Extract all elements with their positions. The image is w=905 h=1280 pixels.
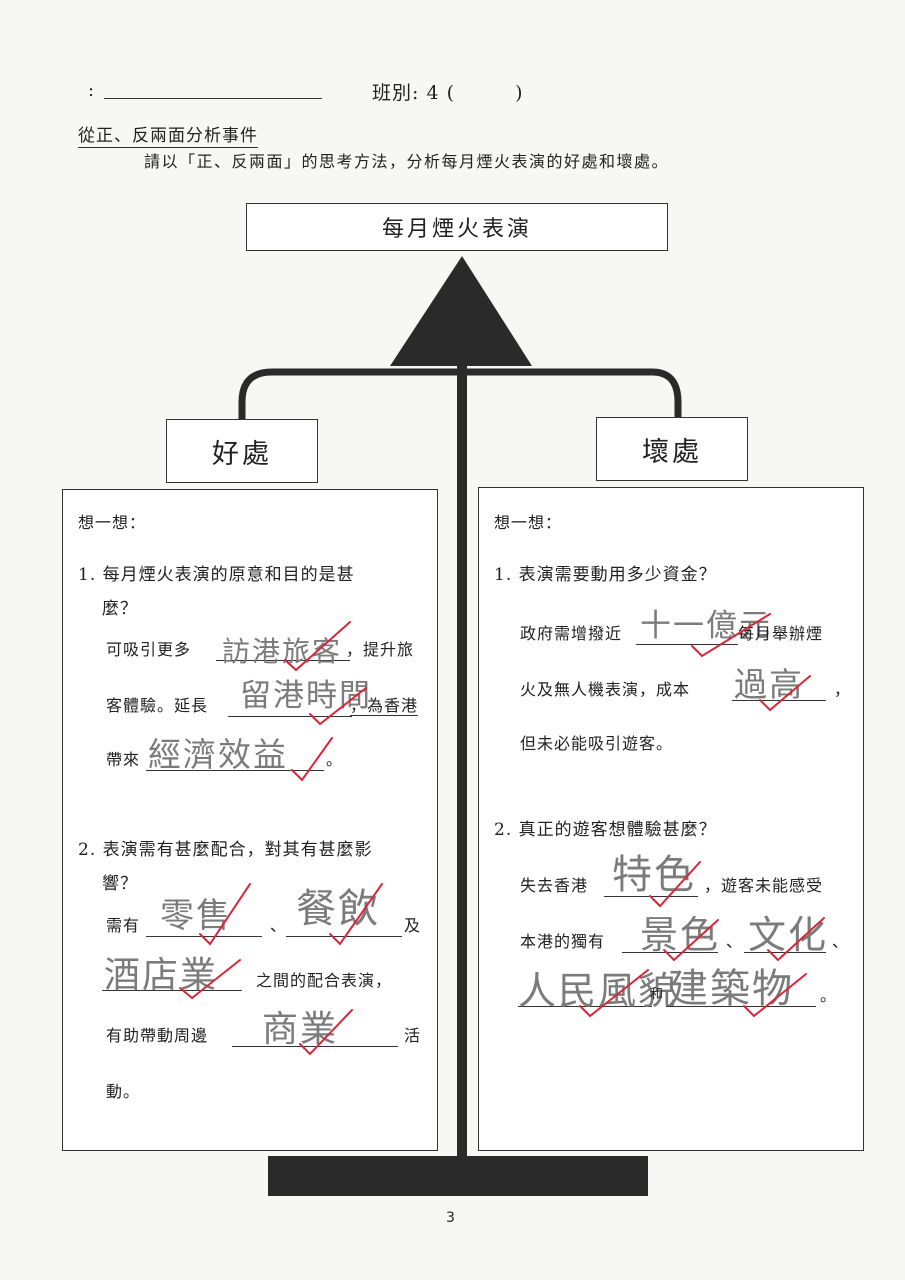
bad-q1-b-post: ， — [834, 680, 852, 699]
bad-q2-c-and: 和 — [650, 987, 665, 1002]
good-q2-a-sep: 、 — [270, 916, 288, 935]
bad-q2-answer-2: 景色 — [640, 913, 721, 957]
bad-q2-b-sep1: 、 — [726, 932, 744, 951]
bad-q2-c-post: 。 — [820, 986, 838, 1005]
name-label: : — [88, 80, 95, 101]
bad-q1-blank-1[interactable] — [636, 644, 738, 645]
good-q2-answer-2: 餐飲 — [296, 886, 380, 932]
good-label-box: 好處 — [166, 419, 318, 483]
bad-q1-answer-2: 過高 — [734, 665, 804, 704]
good-q1-line2: 麼？ — [102, 599, 138, 619]
bad-q1-c: 但未必能吸引遊客。 — [520, 734, 674, 753]
page-number: 3 — [446, 1210, 455, 1226]
bad-q1-a-pre: 政府需增撥近 — [520, 624, 623, 643]
good-q1-c-post: 。 — [326, 750, 344, 769]
good-q1-line1: 1. 每月煙火表演的原意和目的是甚 — [78, 565, 355, 585]
good-q2-d: 動。 — [106, 1082, 141, 1101]
good-q1-b-post: ，為香港 — [350, 696, 419, 716]
class-label-text: 班別: 4 ( — [372, 82, 455, 104]
balance-base — [268, 1156, 648, 1196]
good-q2-line1: 2. 表演需有甚麼配合，對其有甚麼影 — [78, 840, 373, 860]
good-q2-answer-1: 零售 — [160, 896, 232, 936]
bad-panel — [478, 487, 864, 1151]
section-title: 從正、反兩面分析事件 — [78, 121, 258, 148]
bad-q1-b-pre: 火及無人機表演，成本 — [520, 680, 691, 699]
bad-q2-answer-1: 特色 — [612, 852, 696, 898]
name-field-line[interactable] — [104, 98, 322, 99]
good-q2-b-post: 之間的配合表演， — [256, 971, 393, 990]
bad-think-label: 想一想： — [494, 513, 563, 532]
good-q2-line2: 響？ — [102, 874, 138, 894]
good-q1-answer-3: 經濟效益 — [148, 735, 288, 774]
good-panel — [62, 489, 438, 1151]
balance-pole — [457, 362, 467, 1162]
good-q2-c-pre: 有助帶動周邊 — [106, 1026, 209, 1045]
good-q2-blank-2[interactable] — [286, 936, 402, 937]
good-q2-a-pre: 需有 — [106, 916, 141, 935]
bad-q2-answer-5: 建築物 — [668, 966, 794, 1012]
good-q1-blank-3[interactable] — [146, 770, 324, 771]
bad-q2-line1: 2. 真正的遊客想體驗甚麼？ — [494, 820, 717, 840]
class-label-close: ) — [515, 82, 524, 104]
bad-q1-a-post: 每月舉辦煙 — [738, 624, 824, 643]
bad-q2-b-pre: 本港的獨有 — [520, 932, 606, 951]
good-q1-b-pre: 客體驗。延長 — [106, 696, 209, 715]
bad-q2-a-pre: 失去香港 — [520, 876, 589, 895]
bad-q2-blank-5[interactable] — [666, 1006, 816, 1007]
bad-q2-b-sep2: 、 — [832, 932, 850, 951]
good-q1-c-pre: 帶來 — [106, 750, 141, 769]
instruction-text: 請以「正、反兩面」的思考方法，分析每月煙火表演的好處和壞處。 — [144, 152, 670, 171]
bad-q2-answer-3: 文化 — [748, 913, 829, 957]
good-q2-answer-3: 酒店業 — [104, 955, 219, 996]
good-q2-blank-3[interactable] — [102, 990, 242, 991]
good-q1-blank-1[interactable] — [216, 660, 350, 661]
good-q1-answer-1: 訪港旅客 — [222, 635, 343, 668]
good-q1-a-post: ，提升旅 — [346, 640, 415, 659]
bad-q2-a-post: ，遊客未能感受 — [704, 876, 824, 895]
good-think-label: 想一想： — [78, 513, 147, 532]
bad-q1-line1: 1. 表演需要動用多少資金？ — [494, 565, 717, 585]
topic-box: 每月煙火表演 — [246, 203, 668, 251]
balance-triangle — [390, 256, 532, 366]
good-q1-a-pre: 可吸引更多 — [106, 640, 192, 659]
good-q2-answer-4: 商業 — [262, 1009, 339, 1050]
good-q1-blank-2[interactable] — [228, 716, 352, 717]
good-q2-a-post: 及 — [404, 916, 422, 935]
good-q2-c-post: 活 — [404, 1026, 422, 1045]
bad-label-box: 壞處 — [596, 417, 748, 481]
class-label: 班別: 4 ( ) — [372, 78, 524, 105]
balance-beam — [238, 368, 682, 420]
